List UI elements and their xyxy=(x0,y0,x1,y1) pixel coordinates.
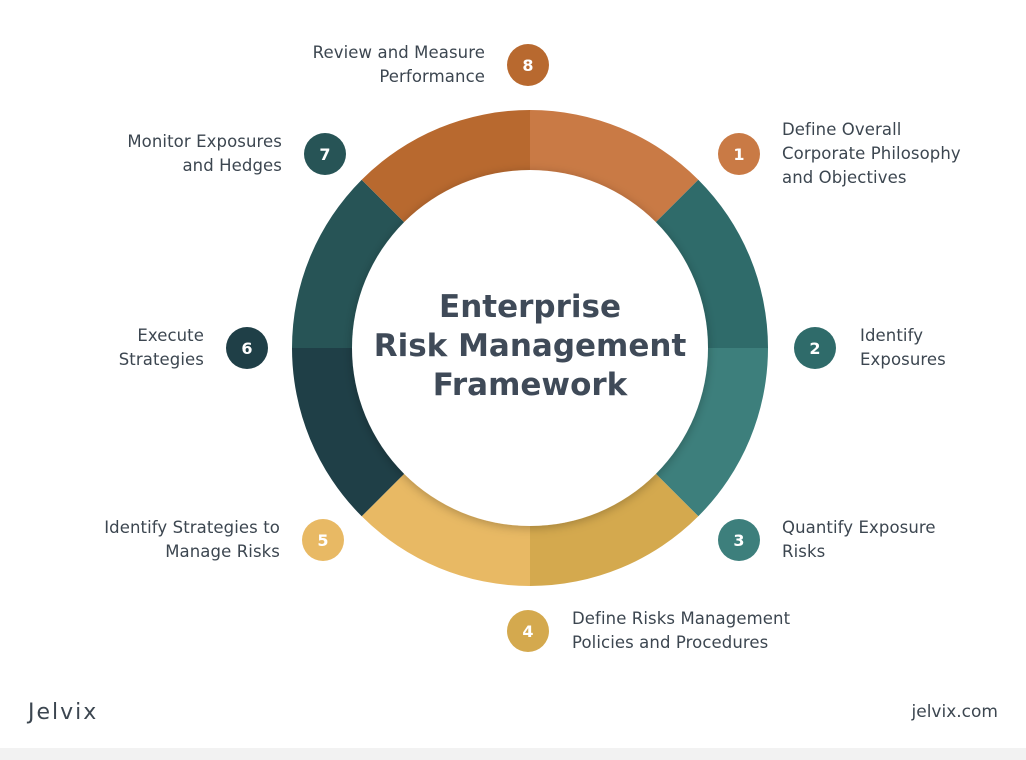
step-number: 5 xyxy=(317,531,328,550)
diagram-title: Enterprise Risk Management Framework xyxy=(370,288,690,405)
step-badge-4: 4 xyxy=(507,610,549,652)
ring-segment-2 xyxy=(651,179,768,348)
step-5-label: Identify Strategies to Manage Risks xyxy=(104,518,280,561)
ring-segment-1 xyxy=(530,110,699,227)
step-badge-3: 3 xyxy=(718,519,760,561)
step-number: 1 xyxy=(733,145,744,164)
step-badge-7: 7 xyxy=(304,133,346,175)
ring-segment-5 xyxy=(361,469,530,586)
step-2-label: Identify Exposures xyxy=(860,326,946,369)
ring-segment-7 xyxy=(292,179,409,348)
step-badges: 1 2 3 4 5 6 7 8 xyxy=(226,44,836,652)
step-badge-circle xyxy=(226,327,268,369)
step-number: 3 xyxy=(733,531,744,550)
step-number: 4 xyxy=(522,622,533,641)
footer-url: jelvix.com xyxy=(911,702,998,722)
step-badge-circle xyxy=(304,133,346,175)
step-badge-5: 5 xyxy=(302,519,344,561)
step-badge-8: 8 xyxy=(507,44,549,86)
step-badge-circle xyxy=(302,519,344,561)
ring-segment-6 xyxy=(292,348,409,517)
step-badge-circle xyxy=(718,519,760,561)
step-badge-circle xyxy=(794,327,836,369)
step-4-label: Define Risks Management Policies and Pro… xyxy=(572,609,791,652)
step-badge-2: 2 xyxy=(794,327,836,369)
title-line-3: Framework xyxy=(432,367,628,403)
bottom-strip xyxy=(0,748,1026,760)
ring-segment-4 xyxy=(530,469,699,586)
step-number: 7 xyxy=(319,145,330,164)
center-disc xyxy=(352,170,708,526)
ring-segments xyxy=(292,110,768,586)
step-badge-circle xyxy=(507,610,549,652)
step-7-label: Monitor Exposures and Hedges xyxy=(127,132,282,175)
step-3-label: Quantify Exposure Risks xyxy=(782,518,936,561)
step-number: 8 xyxy=(522,56,533,75)
step-1-label: Define Overall Corporate Philosophy and … xyxy=(782,120,961,187)
step-badge-1: 1 xyxy=(718,133,760,175)
step-6-label: Execute Strategies xyxy=(118,326,204,369)
step-number: 6 xyxy=(241,339,252,358)
title-line-2: Risk Management xyxy=(373,328,687,364)
ring-segment-8 xyxy=(361,110,530,227)
step-badge-6: 6 xyxy=(226,327,268,369)
jelvix-logo: Jelvix xyxy=(28,700,99,725)
step-8-label: Review and Measure Performance xyxy=(312,43,485,86)
step-badge-circle xyxy=(718,133,760,175)
step-number: 2 xyxy=(809,339,820,358)
ring-segment-3 xyxy=(651,348,768,517)
step-badge-circle xyxy=(507,44,549,86)
title-line-1: Enterprise xyxy=(439,289,621,325)
